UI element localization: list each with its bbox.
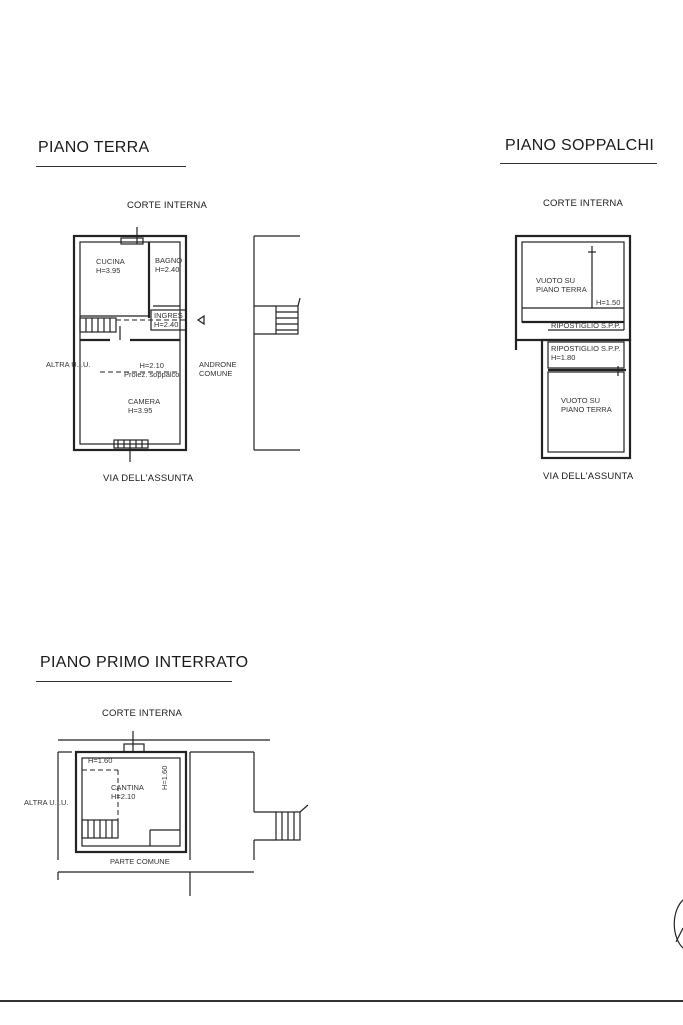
piano-soppalchi-underline: [500, 163, 657, 164]
piano-terra-corte-label: CORTE INTERNA: [127, 200, 208, 211]
piano-soppalchi-plan: [514, 234, 632, 460]
ripostiglio-2-label: RIPOSTIGLIO S.P.P.H=1.80: [551, 344, 621, 362]
piano-soppalchi-corte-label: CORTE INTERNA: [543, 198, 624, 209]
interrato-h-right-label: H=1.60: [160, 765, 169, 790]
corner-stamp-arc: [673, 899, 683, 949]
parte-comune-label: PARTE COMUNE: [110, 857, 170, 866]
piano-interrato-corte-label: CORTE INTERNA: [102, 708, 183, 719]
piano-terra-underline: [36, 166, 186, 167]
piano-terra-title: PIANO TERRA: [38, 139, 150, 156]
soppalchi-h-top-label: H=1.50: [596, 298, 621, 307]
piano-interrato-title: PIANO PRIMO INTERRATO: [40, 654, 249, 671]
piano-interrato-underline: [36, 681, 232, 682]
page-bottom-rule: [0, 1000, 683, 1002]
ripostiglio-1-label: RIPOSTIGLIO S.P.P.: [551, 321, 621, 330]
interrato-h-left-label: H=1.60: [88, 756, 113, 765]
piano-terra-altra-label: ALTRA U.I.U.: [46, 360, 91, 369]
piano-soppalchi-title: PIANO SOPPALCHI: [505, 137, 655, 154]
piano-terra-via-label: VIA DELL'ASSUNTA: [103, 473, 194, 484]
piano-interrato-altra-label: ALTRA U.I.U.: [24, 798, 69, 807]
piano-soppalchi-via-label: VIA DELL'ASSUNTA: [543, 471, 634, 482]
piano-interrato-plan: [57, 731, 309, 896]
piano-terra-plan: [72, 227, 301, 462]
